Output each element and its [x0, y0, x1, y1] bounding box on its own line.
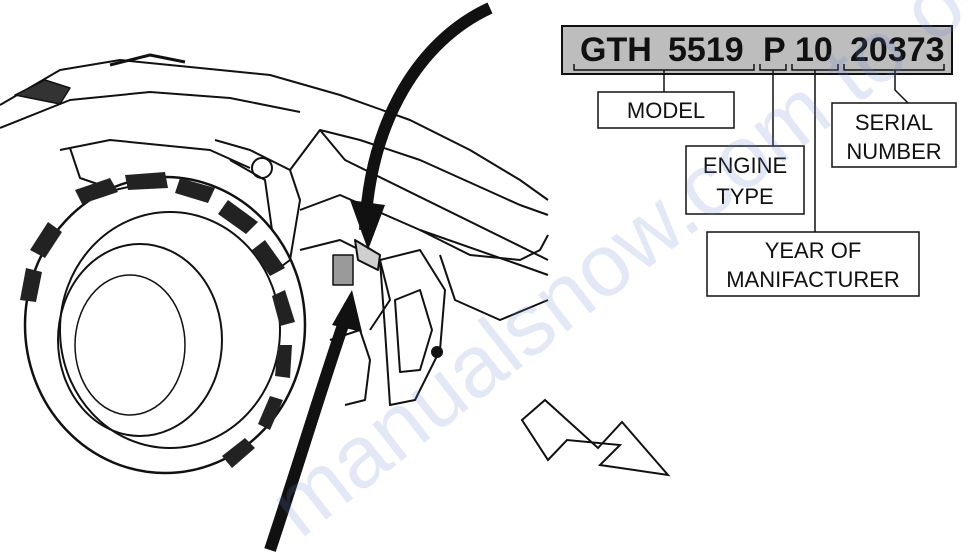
plate-serial: 20373	[850, 31, 945, 69]
plate-model-number: 5519	[668, 31, 744, 69]
engine-label-line1: ENGINE	[703, 153, 787, 178]
year-label-box	[706, 231, 920, 297]
plate-location-marker	[332, 254, 354, 286]
plate-year: 10	[795, 31, 833, 69]
tire-illustration	[20, 172, 307, 475]
serial-label-line2: NUMBER	[846, 139, 941, 164]
year-label-line2: MANIFACTURER	[726, 267, 900, 292]
serial-label-line1: SERIAL	[855, 110, 933, 135]
plate-model: GTH	[580, 31, 652, 69]
serial-label-box	[831, 102, 957, 168]
engine-label-box	[685, 145, 805, 215]
year-label-line1: YEAR OF	[765, 238, 862, 263]
machine-illustration	[0, 53, 549, 406]
pointer-arrows	[264, 2, 493, 552]
model-label: MODEL	[627, 98, 705, 123]
segment-brackets	[573, 64, 945, 232]
model-label-box	[597, 91, 735, 129]
direction-arrow	[520, 398, 671, 477]
plate-engine-type: P	[763, 31, 786, 69]
serial-plate: GTH 5519 P 10 20373	[561, 25, 953, 75]
engine-label-line2: TYPE	[716, 184, 773, 209]
label-boxes	[597, 91, 957, 297]
